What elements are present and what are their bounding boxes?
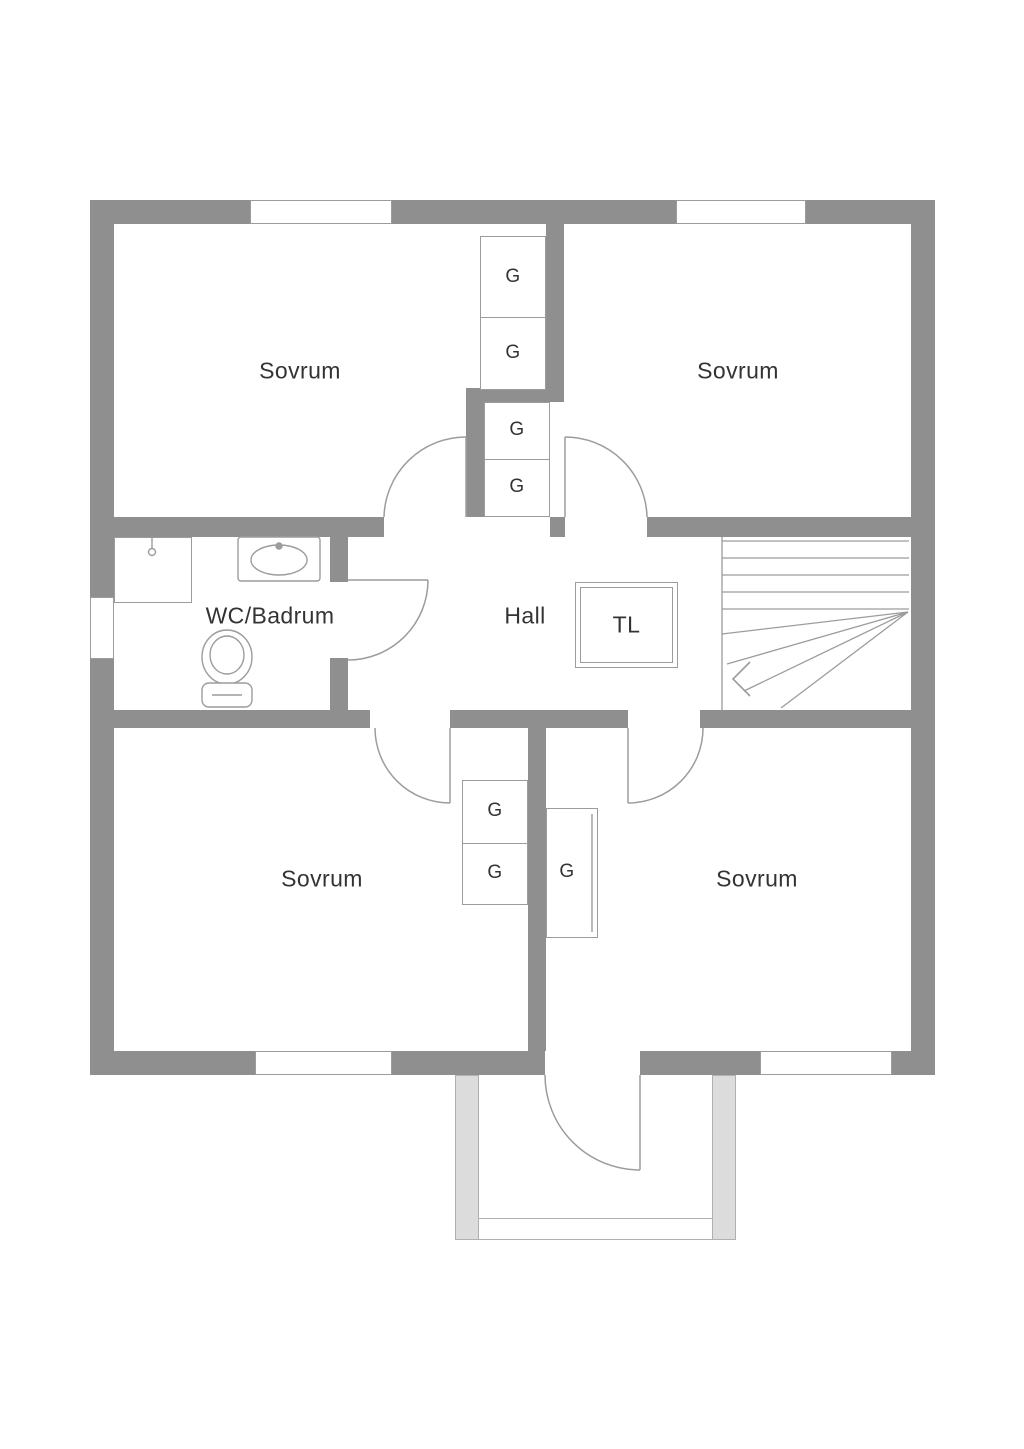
wall-hall-top-stub [550, 517, 565, 537]
door-arc-bedroom-bottom-left [374, 727, 451, 804]
room-label-sovrum-bottom-left: Sovrum [281, 865, 363, 892]
stair-winder [721, 611, 909, 635]
shower-cabinet [114, 537, 192, 603]
window-left [90, 597, 114, 659]
door-arc-wc [347, 579, 429, 661]
closet-box-6 [462, 843, 528, 905]
outer-wall-top [90, 200, 935, 224]
window-bottom-right [760, 1051, 892, 1075]
room-label-sovrum-top-right: Sovrum [697, 357, 779, 384]
closet-label-4: G [509, 476, 525, 497]
stair-winder [726, 611, 909, 665]
staircase [721, 537, 909, 710]
wardrobe-box [546, 808, 598, 938]
closet-label-2: G [505, 342, 521, 363]
porch-rail-bottom [455, 1218, 736, 1240]
door-arc-bedroom-top-left [383, 436, 467, 518]
wall-mid-bottom-right-a [546, 710, 628, 728]
wall-closet-left-lower [466, 402, 484, 517]
tl-label: TL [612, 611, 641, 638]
toilet-bowl-inner [209, 635, 245, 675]
toilet-tank [201, 682, 253, 708]
window-top-right [676, 200, 806, 224]
window-bottom-left [255, 1051, 392, 1075]
sink-basin [250, 544, 308, 576]
wall-topright-room-bottom [647, 517, 911, 537]
closet-label-5: G [487, 800, 503, 821]
closet-box-2 [480, 317, 546, 390]
tl-appliance-inner [580, 587, 673, 663]
closet-label-7: G [559, 861, 575, 882]
wall-closet-middle [466, 388, 564, 402]
outer-wall-right [911, 200, 935, 1075]
door-arc-bedroom-bottom-right [627, 727, 704, 804]
wall-vertical-bedrooms [528, 710, 546, 1051]
porch-pillar-left [455, 1075, 479, 1240]
porch-pillar-right [712, 1075, 736, 1240]
stair-winder [743, 611, 909, 692]
stair-direction-arrow [731, 661, 751, 697]
wall-mid-bottom-center [450, 710, 528, 728]
room-label-sovrum-bottom-right: Sovrum [716, 865, 798, 892]
wall-mid-bottom-left [114, 710, 370, 728]
door-arc-bedroom-top-right [564, 436, 648, 518]
closet-box-5 [462, 780, 528, 844]
porch-door-opening [545, 1051, 640, 1075]
wall-wc-right-lower [330, 658, 348, 710]
room-label-wc-badrum: WC/Badrum [205, 602, 335, 629]
toilet-bowl [201, 629, 253, 685]
closet-label-3: G [509, 419, 525, 440]
room-label-hall: Hall [504, 602, 546, 629]
wall-mid-bottom-right-b [700, 710, 911, 728]
tl-appliance: TL [575, 582, 678, 668]
window-top-left [250, 200, 392, 224]
closet-box-3 [484, 402, 550, 460]
wall-wc-right-upper [330, 537, 348, 582]
room-label-sovrum-top-left: Sovrum [259, 357, 341, 384]
closet-label-1: G [505, 266, 521, 287]
wall-topleft-room-bottom [114, 517, 384, 537]
door-arc-porch [544, 1074, 641, 1171]
closet-box-1 [480, 236, 546, 318]
stair-winder [780, 611, 909, 709]
wall-closet-right-upper [546, 224, 564, 390]
closet-label-6: G [487, 862, 503, 883]
sink-faucet-icon [275, 542, 283, 550]
sink-counter [237, 536, 321, 582]
closet-box-4 [484, 459, 550, 517]
